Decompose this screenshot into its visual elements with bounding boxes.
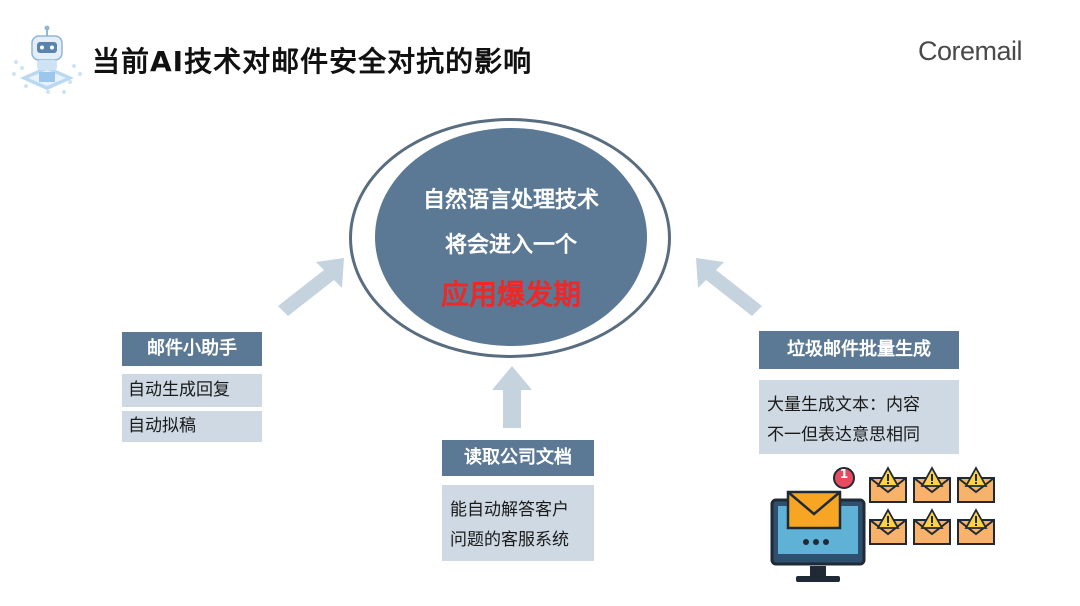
assistant-item-2: 自动拟稿 xyxy=(122,411,262,442)
robot-logo xyxy=(8,22,86,100)
spam-item-2: 不一但表达意思相同 xyxy=(767,425,920,445)
warning-mail-icon xyxy=(869,467,995,545)
arrow-up-icon xyxy=(490,364,534,430)
assistant-card-title: 邮件小助手 xyxy=(122,332,262,366)
spam-item-1: 大量生成文本：内容 xyxy=(767,395,920,415)
assistant-item-1: 自动生成回复 xyxy=(122,374,262,407)
center-line-1: 自然语言处理技术 xyxy=(422,188,599,213)
docs-card-body: 能自动解答客户 问题的客服系统 xyxy=(442,485,594,561)
brand-logo-text: Coremail xyxy=(918,36,1023,66)
center-circle-outline xyxy=(349,118,671,358)
page-title: 当前AI技术对邮件安全对抗的影响 xyxy=(92,45,533,78)
arrow-left-icon xyxy=(270,252,350,322)
center-circle xyxy=(375,128,647,346)
warning-mail-grid xyxy=(868,466,1000,550)
monitor-mail-illustration: 1 xyxy=(768,464,868,590)
center-highlight: 应用爆发期 xyxy=(440,278,581,311)
spam-card-title: 垃圾邮件批量生成 xyxy=(759,331,959,369)
docs-card-title: 读取公司文档 xyxy=(442,440,594,476)
notification-badge: 1 xyxy=(839,467,849,481)
arrow-right-icon xyxy=(690,252,770,322)
spam-card-body: 大量生成文本：内容 不一但表达意思相同 xyxy=(759,380,959,454)
docs-item-1: 能自动解答客户 xyxy=(450,500,569,520)
robot-icon xyxy=(12,25,82,94)
center-line-2: 将会进入一个 xyxy=(444,233,577,258)
monitor-icon xyxy=(770,467,866,582)
docs-item-2: 问题的客服系统 xyxy=(450,530,569,550)
